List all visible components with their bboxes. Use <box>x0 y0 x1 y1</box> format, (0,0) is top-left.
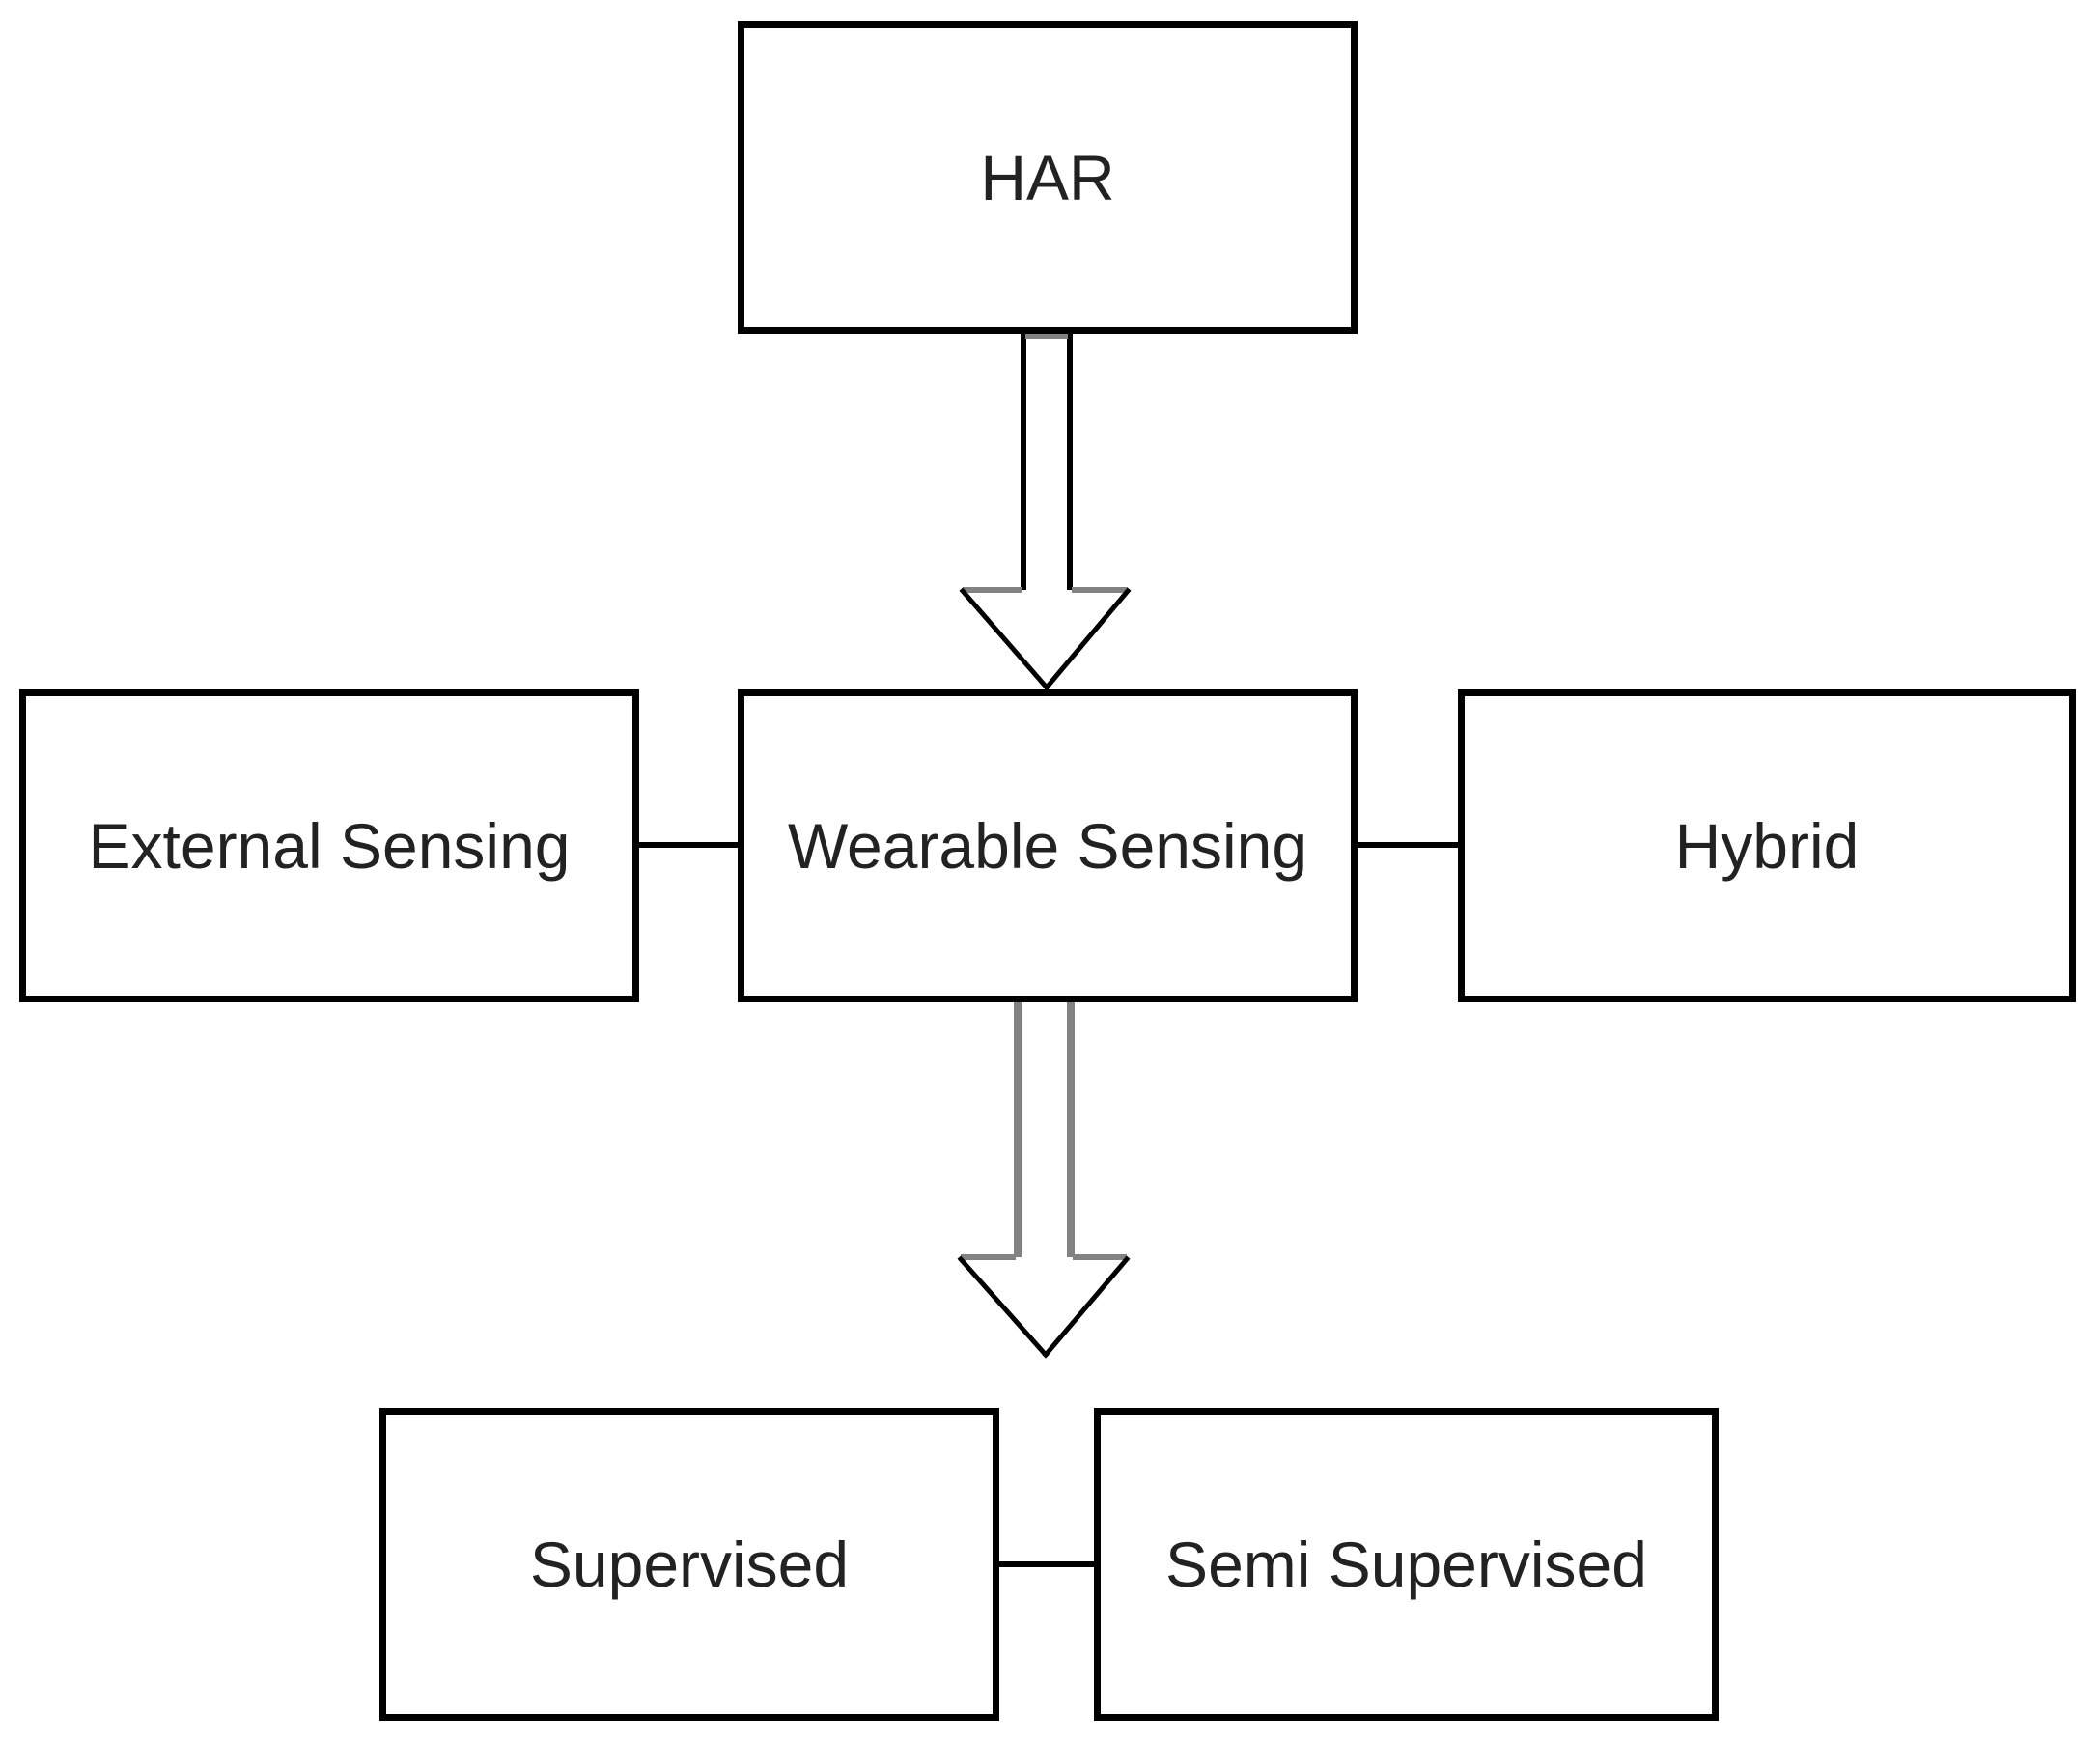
node-har: HAR <box>738 21 1358 334</box>
arrow-head-right-slope <box>1043 587 1132 691</box>
arrow-head-left-slope <box>959 587 1050 691</box>
node-hybrid-label: Hybrid <box>1674 810 1860 882</box>
node-external-sensing: External Sensing <box>19 689 639 1002</box>
node-har-label: HAR <box>980 142 1115 213</box>
node-semi-supervised: Semi Supervised <box>1094 1408 1719 1721</box>
arrow-head-left-slope <box>957 1255 1050 1359</box>
node-wearable-sensing-label: Wearable Sensing <box>787 810 1308 882</box>
node-supervised: Supervised <box>379 1408 999 1721</box>
node-semi-supervised-label: Semi Supervised <box>1165 1529 1647 1600</box>
node-hybrid: Hybrid <box>1458 689 2076 1002</box>
block-arrow-wearable-to-supervised <box>957 1001 1131 1359</box>
arrow-head-right-slope <box>1042 1255 1131 1359</box>
node-supervised-label: Supervised <box>529 1529 850 1600</box>
node-wearable-sensing: Wearable Sensing <box>738 689 1358 1002</box>
block-arrow-har-to-wearable <box>959 333 1132 691</box>
node-external-sensing-label: External Sensing <box>88 810 571 882</box>
